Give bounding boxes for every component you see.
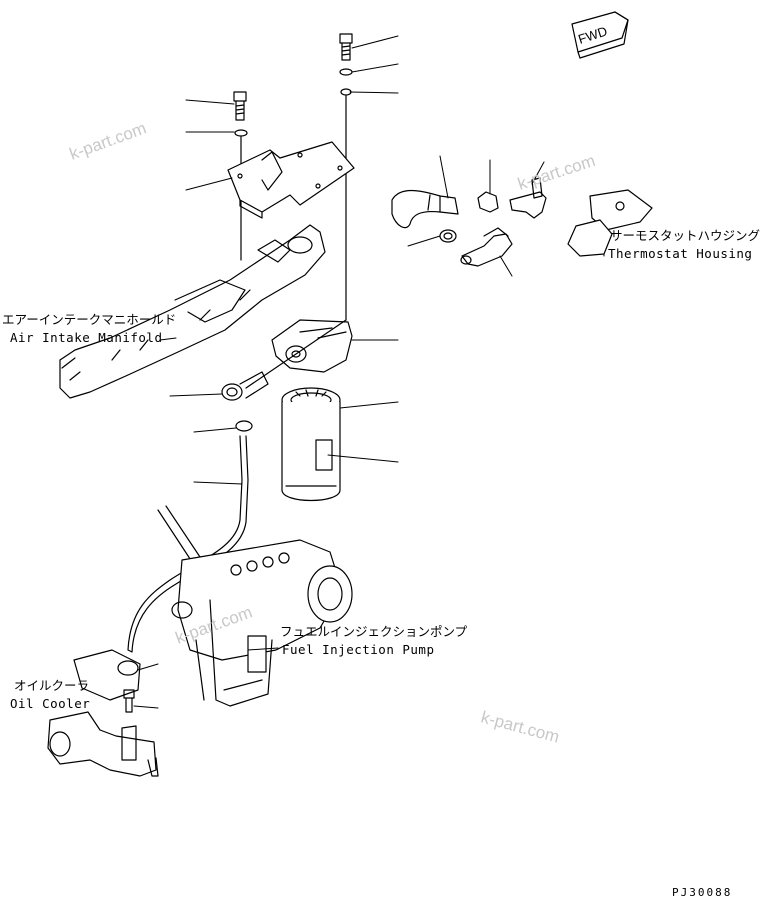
air-intake-manifold-label-en: Air Intake Manifold xyxy=(10,330,163,345)
fuel-injection-pump-label-en: Fuel Injection Pump xyxy=(282,642,435,657)
clamp-1 xyxy=(477,191,499,213)
leader-connect xyxy=(245,319,347,389)
bolt-top xyxy=(339,33,353,61)
drawing-code: PJ30088 xyxy=(672,886,732,899)
fuel-injection-pump xyxy=(157,505,353,707)
leader-lines xyxy=(133,35,605,709)
watermark-1: k-part.com xyxy=(67,118,149,163)
washer-left xyxy=(234,129,248,137)
washer-top-1 xyxy=(339,68,353,76)
fitting-elbow-lower xyxy=(460,227,513,267)
thermostat-housing xyxy=(567,189,653,257)
fuel-injection-pump-label-jp: フュエルインジェクションポンプ xyxy=(280,624,468,639)
bolt-left xyxy=(233,91,247,121)
connector-fitting xyxy=(221,371,269,401)
watermark-4: k-part.com xyxy=(479,708,561,747)
filter-head xyxy=(271,319,353,373)
bracket xyxy=(227,141,355,219)
oil-cooler-label-en: Oil Cooler xyxy=(10,696,90,711)
thermostat-housing-label-en: Thermostat Housing xyxy=(608,246,752,261)
air-intake-manifold-label-jp: エアーインテークマニホールド xyxy=(2,312,176,327)
fwd-arrow-icon xyxy=(571,11,629,59)
thermostat-housing-label-jp: サーモスタットハウジング xyxy=(610,228,760,243)
air-intake-manifold xyxy=(59,224,326,399)
oil-cooler-fitting xyxy=(123,689,135,713)
clamp-2 xyxy=(439,229,457,243)
hose xyxy=(391,189,459,229)
fitting-elbow-upper xyxy=(509,177,547,219)
oil-cooler xyxy=(47,649,159,777)
oil-cooler-label-jp: オイルクーラ xyxy=(14,678,89,693)
fuel-filter xyxy=(281,387,341,502)
watermark-2: k-part.com xyxy=(515,151,597,194)
washer-pipe xyxy=(235,420,253,432)
